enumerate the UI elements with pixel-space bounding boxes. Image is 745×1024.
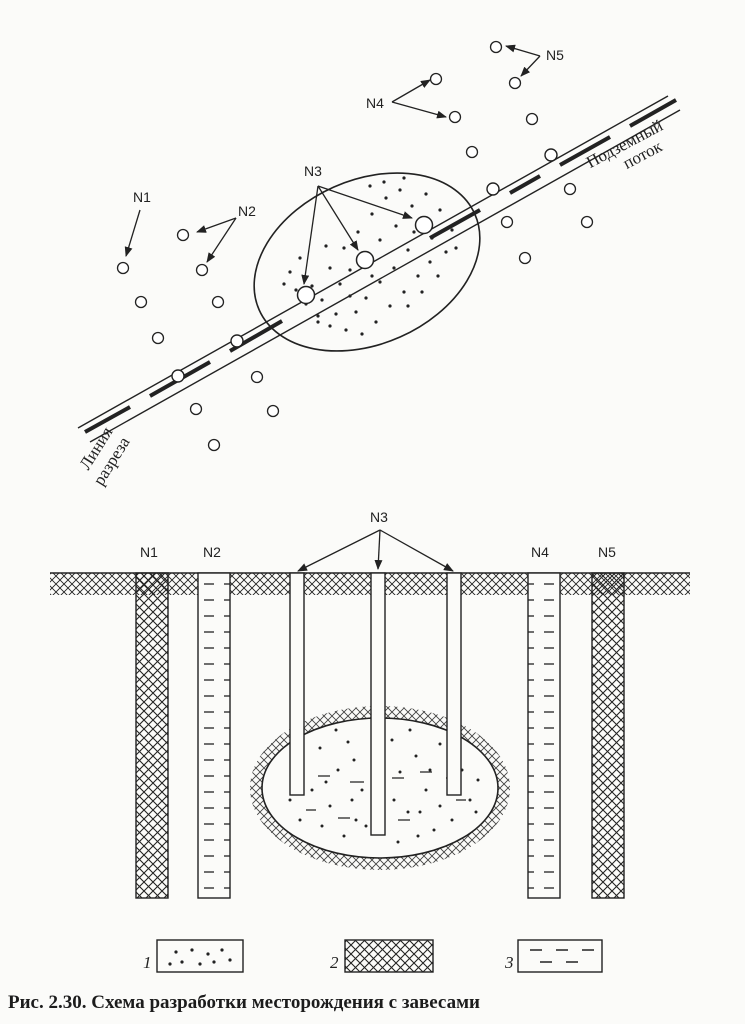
plan-wells-n3: [296, 215, 434, 305]
legend-item2-swatch: [344, 939, 434, 973]
plan-view: N1 N2 N3 N4 N5 Линия разреза Подземный п…: [76, 40, 681, 489]
legend-item2-number: 2: [330, 953, 339, 972]
section-label-n5: N5: [598, 544, 616, 560]
section-well-n1: [135, 572, 169, 899]
plan-label-n1: N1: [133, 189, 151, 205]
legend: 1 2 3: [143, 939, 603, 973]
section-label-n1: N1: [140, 544, 158, 560]
plan-wells-scattered: [116, 40, 594, 452]
section-label-n2: N2: [203, 544, 221, 560]
legend-item1-number: 1: [143, 953, 152, 972]
plan-label-n4: N4: [366, 95, 384, 111]
section-arrows: [297, 529, 454, 572]
section-line: [77, 95, 681, 443]
legend-item3-number: 3: [504, 953, 514, 972]
section-label-n4: N4: [531, 544, 549, 560]
plan-label-n3: N3: [304, 163, 322, 179]
section-label-n3: N3: [370, 509, 388, 525]
legend-item1-swatch: [156, 939, 244, 973]
plan-wells-line: [171, 148, 558, 383]
section-well-n5: [591, 572, 625, 899]
section-wells-n3: [289, 572, 462, 836]
section-view: N1 N2 N3 N4 N5: [50, 509, 690, 899]
figure-caption: Рис. 2.30. Схема разработки месторождени…: [8, 992, 480, 1013]
plan-arrows: [124, 44, 541, 285]
plan-label-n5: N5: [546, 47, 564, 63]
section-well-n2: [197, 572, 231, 899]
legend-item3-swatch: [517, 939, 603, 973]
section-well-n4: [527, 572, 561, 899]
plan-label-n2: N2: [238, 203, 256, 219]
